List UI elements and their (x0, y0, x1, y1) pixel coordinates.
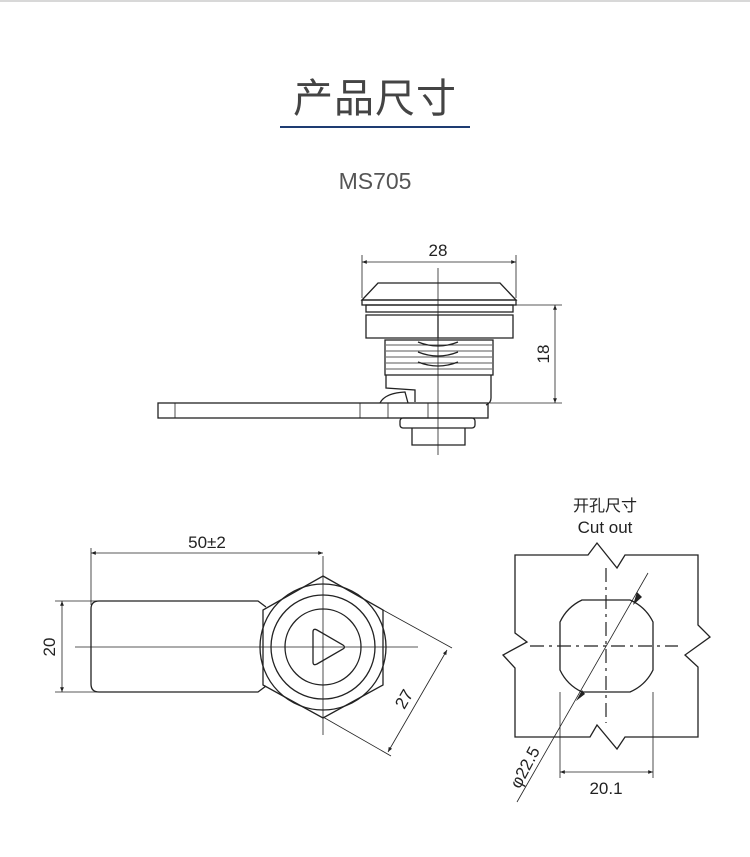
dim-28-label: 28 (429, 241, 448, 260)
cutout-title-en: Cut out (578, 518, 633, 537)
cutout-drawing: 开孔尺寸 Cut out φ22.5 20.1 (501, 497, 712, 803)
side-view-drawing: 28 18 (157, 241, 562, 455)
dim-diameter-label: φ22.5 (506, 743, 543, 791)
cutout-title-cn: 开孔尺寸 (573, 497, 637, 515)
model-number: MS705 (338, 168, 412, 194)
page-title: 产品尺寸 (293, 76, 457, 122)
dim-50-label: 50±2 (188, 533, 226, 552)
dim-18-label: 18 (534, 345, 553, 364)
dim-20-label: 20 (40, 638, 59, 657)
title-underline (280, 126, 470, 128)
dim-20-1-label: 20.1 (589, 779, 622, 798)
front-view-drawing: 50±2 20 27 (40, 533, 453, 757)
top-divider (0, 0, 750, 2)
